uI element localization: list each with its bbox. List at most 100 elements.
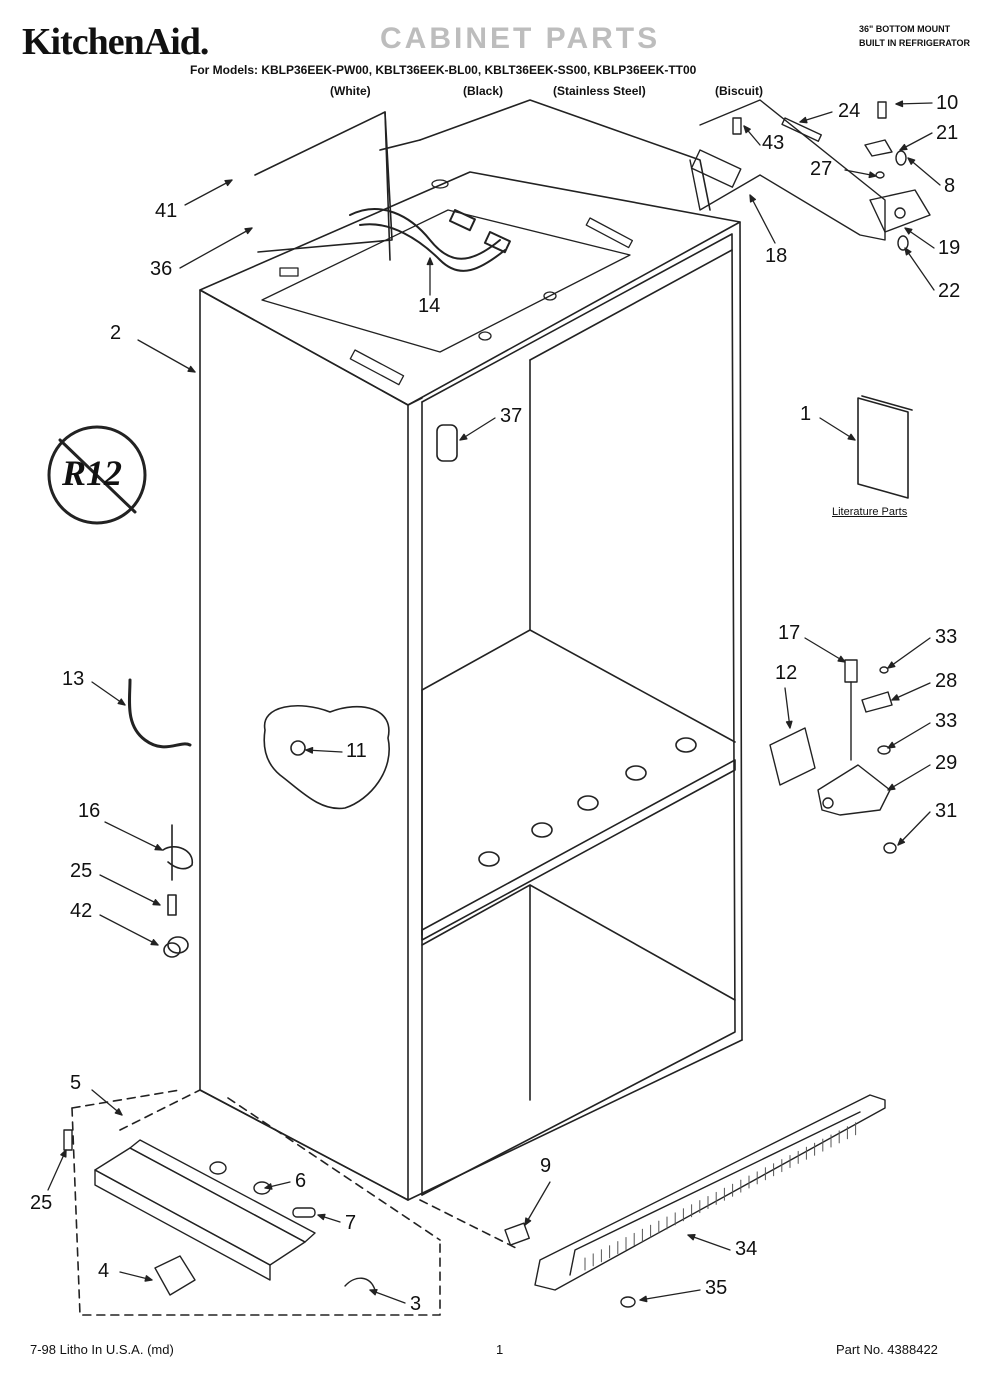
callout-11: 11 <box>346 740 367 762</box>
cabinet-box <box>200 172 742 1200</box>
callout-36: 36 <box>150 258 173 280</box>
callout-12: 12 <box>775 662 798 684</box>
leader-line <box>100 915 158 945</box>
leader-arrowhead <box>888 784 895 790</box>
page-title: CABINET PARTS <box>380 22 661 55</box>
callout-19: 19 <box>938 237 961 259</box>
leader-line <box>48 1150 66 1190</box>
callout-2: 2 <box>110 322 122 344</box>
leader-line <box>888 638 930 668</box>
leader-arrowhead <box>427 258 432 264</box>
callout-37: 37 <box>500 405 523 427</box>
callout-7: 7 <box>345 1212 357 1234</box>
callout-9: 9 <box>540 1155 552 1177</box>
callout-34: 34 <box>735 1238 758 1260</box>
leader-line <box>888 723 930 748</box>
callout-18: 18 <box>765 245 788 267</box>
color-white: (White) <box>330 84 371 98</box>
top-hinge-assembly <box>690 100 930 250</box>
callout-4: 4 <box>98 1260 110 1282</box>
leader-arrowhead <box>188 366 195 372</box>
subhead-line-2: BUILT IN REFRIGERATOR <box>859 38 970 48</box>
leader-arrowhead <box>869 172 876 177</box>
drain-tube <box>129 680 190 747</box>
callout-42: 42 <box>70 900 93 922</box>
callout-6: 6 <box>295 1170 307 1192</box>
leader-arrowhead <box>800 117 807 122</box>
leader-arrowhead <box>688 1235 695 1240</box>
leader-arrowhead <box>118 699 125 705</box>
footer-part-number: Part No. 4388422 <box>836 1342 938 1357</box>
leader-arrowhead <box>61 1150 66 1157</box>
callout-33a: 33 <box>935 626 958 648</box>
leader-arrowhead <box>898 838 904 845</box>
callout-27: 27 <box>810 158 833 180</box>
callout-21: 21 <box>936 122 959 144</box>
brand-logo: KitchenAid. <box>22 21 209 63</box>
toe-grille <box>0 0 885 1307</box>
callout-25b: 25 <box>30 1192 53 1214</box>
color-stainless: (Stainless Steel) <box>553 84 646 98</box>
callout-33b: 33 <box>935 710 958 732</box>
leader-arrowhead <box>905 228 912 234</box>
leader-arrowhead <box>838 656 845 662</box>
wire-harness <box>350 209 510 271</box>
callout-8: 8 <box>944 175 956 197</box>
clip-part <box>437 425 457 461</box>
leader-arrowhead <box>370 1290 377 1295</box>
models-line: For Models: KBLP36EEK-PW00, KBLT36EEK-BL… <box>190 63 697 77</box>
r12-badge-text: R12 <box>62 453 123 493</box>
leader-line <box>898 812 930 845</box>
leader-arrowhead <box>744 126 750 133</box>
leader-line <box>750 195 775 243</box>
leader-arrowhead <box>525 1218 531 1225</box>
leader-arrowhead <box>245 228 252 234</box>
leader-arrowhead <box>848 434 855 440</box>
leader-arrowhead <box>153 900 160 905</box>
r12-badge <box>49 427 145 523</box>
top-face-details <box>262 180 632 385</box>
footer-page-number: 1 <box>496 1342 504 1357</box>
toe-grille-slots <box>585 1123 856 1270</box>
leader-arrowhead <box>888 662 895 668</box>
leader-arrowhead <box>460 434 467 440</box>
callout-35: 35 <box>705 1277 728 1299</box>
leader-arrowhead <box>888 742 895 748</box>
callout-5: 5 <box>70 1072 82 1094</box>
leader-line <box>105 822 162 850</box>
leader-line <box>138 340 195 372</box>
shelf-holes <box>479 738 696 866</box>
leader-arrowhead <box>896 101 903 106</box>
leader-arrowhead <box>115 1109 122 1115</box>
callout-22: 22 <box>938 280 961 302</box>
leader-arrowhead <box>750 195 755 202</box>
leader-arrowhead <box>318 1214 325 1219</box>
leader-line <box>640 1290 700 1300</box>
leader-arrowhead <box>151 940 158 945</box>
callout-17: 17 <box>778 622 801 644</box>
leader-line <box>888 765 930 790</box>
leader-arrowhead <box>900 145 907 150</box>
color-black: (Black) <box>463 84 504 98</box>
leader-arrowhead <box>892 695 899 700</box>
base-rails <box>64 1130 375 1295</box>
callout-31: 31 <box>935 800 958 822</box>
access-cutout <box>264 706 389 809</box>
left-small-parts <box>163 825 192 957</box>
callout-13: 13 <box>62 668 85 690</box>
callout-1: 1 <box>800 403 812 425</box>
leader-arrowhead <box>225 180 232 185</box>
leader-arrowhead <box>908 158 915 164</box>
literature-parts-label: Literature Parts <box>832 506 908 518</box>
callout-41: 41 <box>155 200 178 222</box>
callout-29: 29 <box>935 752 958 774</box>
lower-hinge-assembly <box>770 660 896 853</box>
callout-43: 43 <box>762 132 785 154</box>
screw-11 <box>291 741 305 755</box>
subhead-line-1: 36" BOTTOM MOUNT <box>859 24 951 34</box>
leader-line <box>805 638 845 662</box>
footer-litho: 7-98 Litho In U.S.A. (md) <box>30 1342 174 1357</box>
leader-lines <box>48 101 940 1303</box>
callout-3: 3 <box>410 1293 422 1315</box>
leader-line <box>688 1235 730 1250</box>
